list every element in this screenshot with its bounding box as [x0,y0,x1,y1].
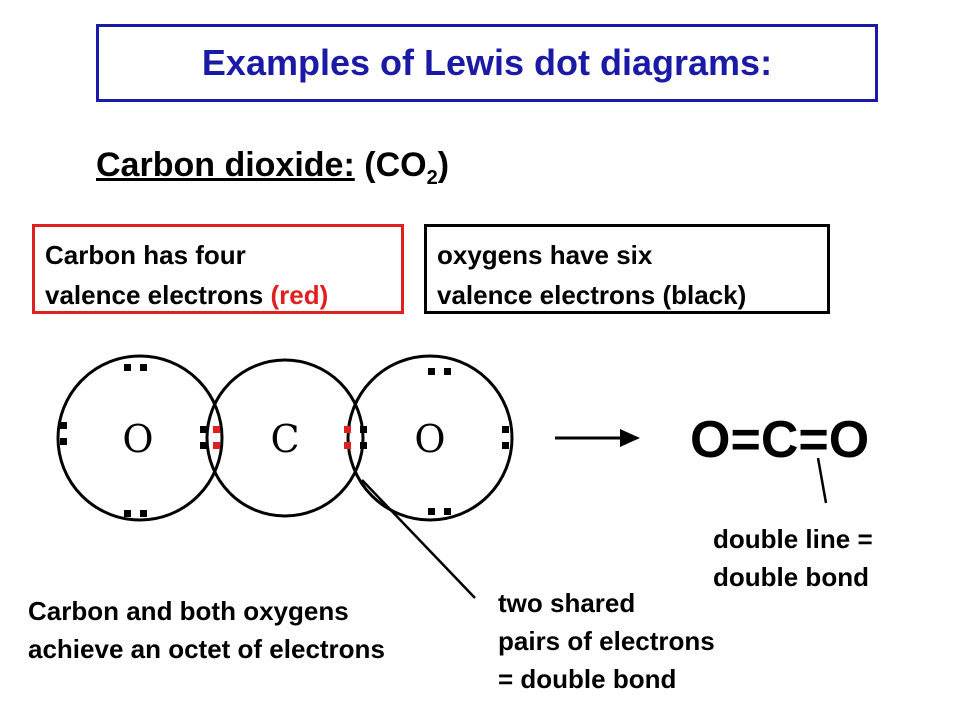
carbon-info-line-2-text: valence electrons [45,280,271,310]
section-heading: Carbon dioxide: (CO2) [96,146,449,190]
double-line-pointer [816,457,828,504]
structural-formula: O=C=O [690,411,870,469]
double-line-note-line-1: double line = [713,524,873,554]
carbon-electrons [213,426,351,449]
compound-name: Carbon dioxide: [96,146,355,184]
double-line-note: double line = double bond [713,520,873,596]
carbon-symbol: C [270,417,299,461]
shared-pairs-note: two shared pairs of electrons = double b… [498,584,715,698]
right-oxygen-electrons [360,368,509,515]
page-title: Examples of Lewis dot diagrams: [201,42,773,83]
shared-pairs-note-line-3: = double bond [498,664,677,694]
carbon-info-line-2: valence electrons (red) [45,275,401,315]
formula-prefix: (CO [364,146,427,184]
octet-note-line-2: achieve an octet of electrons [28,634,385,664]
double-line-note-line-2: double bond [713,562,869,592]
oxygen-info-box: oxygens have six valence electrons (blac… [424,224,830,314]
shared-pairs-note-line-1: two shared [498,588,636,618]
octet-note: Carbon and both oxygens achieve an octet… [28,592,385,668]
formula-subscript: 2 [426,166,438,189]
shared-pairs-note-line-2: pairs of electrons [498,626,715,656]
formula-suffix: ) [437,146,450,184]
right-oxygen-circle [346,354,514,522]
octet-note-line-1: Carbon and both oxygens [28,596,349,626]
carbon-info-line-1: Carbon has four [45,240,246,270]
title-box: Examples of Lewis dot diagrams: [96,24,878,102]
right-arrow [555,429,640,447]
left-oxygen-electrons [60,364,207,517]
left-oxygen-symbol: O [122,417,153,461]
left-oxygen-circle [56,354,224,522]
oxygen-info-line-2: valence electrons (black) [437,280,747,310]
oxygen-info-line-1: oxygens have six [437,240,653,270]
carbon-info-box: Carbon has four valence electrons (red) [32,224,404,314]
shared-pairs-pointer [361,479,476,599]
right-oxygen-symbol: O [414,417,445,461]
carbon-info-red-label: (red) [270,280,329,310]
carbon-circle [205,358,365,518]
